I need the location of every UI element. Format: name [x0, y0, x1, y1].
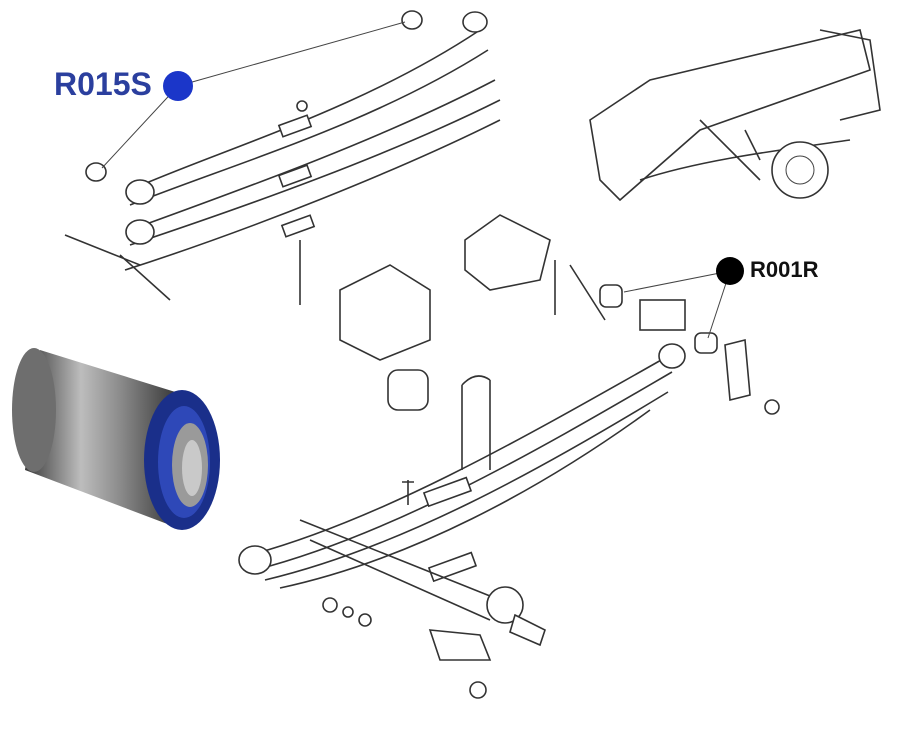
callout-lines	[101, 21, 731, 339]
bushing-product-photo	[12, 348, 220, 530]
brackets-and-bump-stop	[339, 214, 780, 415]
r001r-label: R001R	[750, 257, 819, 282]
axle-hub	[299, 519, 546, 699]
r015s-label: R015S	[54, 66, 152, 102]
r001r-callout-dot	[716, 257, 744, 285]
chassis-overview	[589, 29, 881, 202]
upper-leaf-spring	[64, 11, 501, 305]
r015s-bushings	[85, 10, 423, 182]
r015s-callout-dot	[163, 71, 193, 101]
main-leaf-spring	[238, 343, 686, 627]
